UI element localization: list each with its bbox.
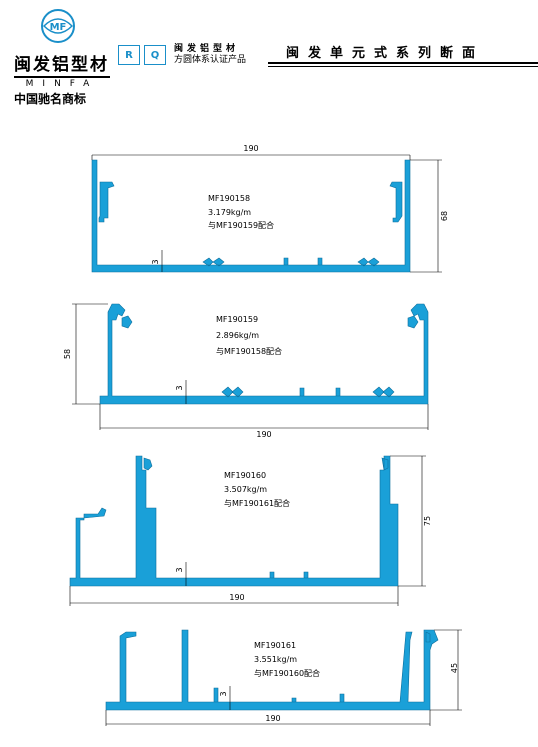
dim-2-wall: 3 — [175, 385, 184, 390]
profile-4-code: MF190161 — [254, 641, 296, 650]
profile-mf190161: 190 45 3 MF190161 3.551kg/m 与MF190160配合 — [105, 629, 462, 726]
brand-name-en: MINFA — [14, 76, 110, 89]
profile-2-code: MF190159 — [216, 315, 258, 324]
profile-1-match: 与MF190159配合 — [208, 220, 274, 230]
dim-2-width: 190 — [256, 430, 271, 439]
dim-4-height: 45 — [450, 663, 459, 673]
profile-1-code: MF190158 — [208, 194, 250, 203]
cert-r-badge-icon: R — [118, 45, 140, 65]
profile-3-shape — [69, 455, 399, 587]
certification-block: R Q 闽发铝型材 方圆体系认证产品 — [118, 44, 246, 66]
dim-1-width: 190 — [243, 144, 258, 153]
profile-2-weight: 2.896kg/m — [216, 331, 259, 340]
dim-4-width: 190 — [265, 714, 280, 723]
header-rule-thin — [268, 66, 538, 67]
logo-text: MF — [50, 22, 67, 33]
dim-3-wall: 3 — [175, 567, 184, 572]
profile-3-match: 与MF190161配合 — [224, 498, 290, 508]
profile-mf190158: 190 68 3 MF190158 3.179kg/m 与MF190159配合 — [91, 144, 449, 273]
profile-4-match: 与MF190160配合 — [254, 668, 320, 678]
cert-line-1: 闽发铝型材 — [174, 44, 240, 54]
dim-4-wall: 3 — [219, 691, 228, 696]
dim-1-height: 68 — [440, 211, 449, 221]
profile-3-code: MF190160 — [224, 471, 266, 480]
profile-3-weight: 3.507kg/m — [224, 485, 267, 494]
dim-3-width: 190 — [229, 593, 244, 602]
cert-text: 闽发铝型材 方圆体系认证产品 — [174, 44, 246, 66]
brand-slogan: 中国驰名商标 — [14, 92, 87, 106]
dim-2-height: 58 — [63, 349, 72, 359]
brand-logo: MF 闽发铝型材 MINFA 中国驰名商标 — [14, 8, 110, 107]
cert-line-2: 方圆体系认证产品 — [174, 55, 247, 65]
dim-3-height: 75 — [423, 516, 432, 526]
profile-1-weight: 3.179kg/m — [208, 208, 251, 217]
header-rule — [268, 62, 538, 64]
profile-1-shape — [91, 159, 411, 273]
profile-4-shape — [105, 629, 439, 711]
brand-name-cn: 闽发铝型材 — [14, 55, 109, 75]
minfa-logo-icon: MF — [41, 9, 75, 43]
profile-mf190160: 190 75 3 MF190160 3.507kg/m 与MF190161配合 — [69, 455, 432, 606]
dim-1-wall: 3 — [151, 259, 160, 264]
cert-q-badge-icon: Q — [144, 45, 166, 65]
profile-mf190159: 190 58 3 MF190159 2.896kg/m 与MF190158配合 — [63, 303, 429, 439]
profile-2-match: 与MF190158配合 — [216, 346, 282, 356]
profile-4-weight: 3.551kg/m — [254, 655, 297, 664]
profile-2-shape — [99, 303, 429, 405]
page-title: 闽发单元式系列断面 — [286, 46, 485, 61]
